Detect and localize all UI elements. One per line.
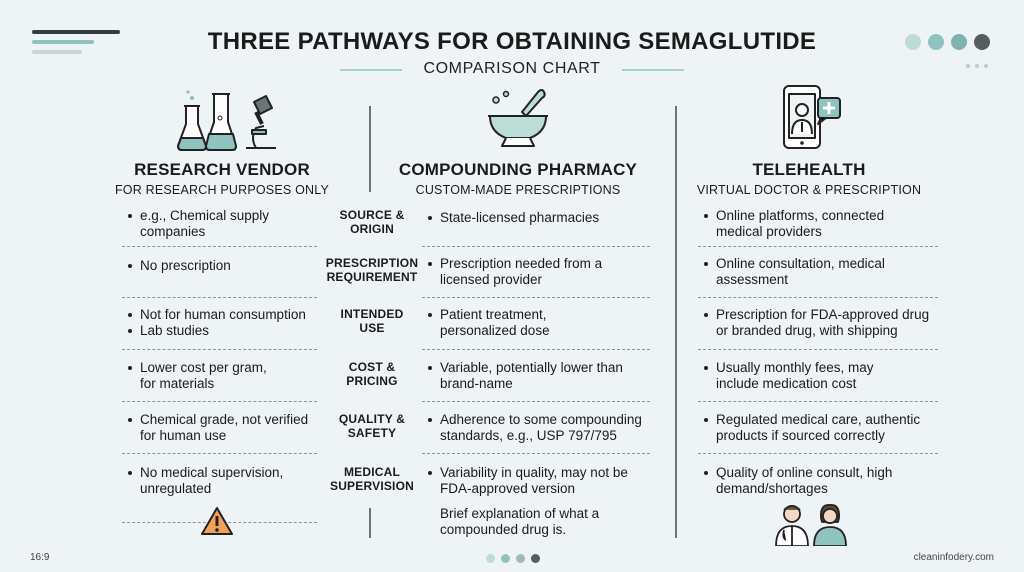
decorative-dots: [905, 34, 990, 50]
row-separator: [698, 297, 938, 298]
column-heading-telehealth: TELEHEALTH VIRTUAL DOCTOR & PRESCRIPTION: [686, 160, 932, 197]
lab-flasks-microscope-icon: [176, 88, 280, 157]
column-subtitle: CUSTOM-MADE PRESCRIPTIONS: [415, 183, 621, 197]
cell-pharmacy-source: State-licensed pharmacies: [428, 210, 668, 226]
column-title: COMPOUNDING PHARMACY: [398, 160, 638, 179]
cell-research-prescription: No prescription: [128, 258, 328, 274]
column-title: RESEARCH VENDOR: [134, 160, 310, 179]
row-separator: [122, 246, 317, 247]
row-separator: [698, 349, 938, 350]
mortar-pestle-icon: [486, 88, 550, 155]
subtitle-rule-left: [340, 69, 402, 71]
row-separator: [698, 246, 938, 247]
row-separator: [122, 401, 317, 402]
cell-research-supervision: No medical supervision,unregulated: [128, 465, 328, 497]
column-subtitle: VIRTUAL DOCTOR & PRESCRIPTION: [696, 183, 922, 197]
row-separator: [422, 246, 650, 247]
row-separator: [422, 349, 650, 350]
row-separator: [422, 453, 650, 454]
row-label-source: SOURCE &ORIGIN: [339, 208, 405, 236]
row-separator: [122, 297, 317, 298]
column-divider: [675, 106, 677, 538]
column-subtitle: FOR RESEARCH PURPOSES ONLY: [114, 183, 330, 197]
subtitle-rule-right: [622, 69, 684, 71]
row-separator: [122, 349, 317, 350]
row-separator: [122, 453, 317, 454]
decorative-small-dots: [966, 64, 988, 68]
aspect-ratio-label: 16:9: [30, 552, 50, 563]
cell-pharmacy-use: Patient treatment,personalized dose: [428, 307, 668, 339]
row-separator: [698, 401, 938, 402]
cell-research-cost: Lower cost per gram,for materials: [128, 360, 328, 392]
phone-doctor-icon: [780, 84, 846, 157]
page-title: THREE PATHWAYS FOR OBTAINING SEMAGLUTIDE: [207, 28, 817, 55]
page-subtitle: COMPARISON CHART: [423, 60, 601, 77]
cell-research-use: Not for human consumption Lab studies: [128, 307, 328, 339]
row-separator: [698, 453, 938, 454]
column-title: TELEHEALTH: [752, 160, 866, 179]
row-label-quality: QUALITY &SAFETY: [338, 412, 406, 440]
column-divider: [369, 508, 371, 538]
row-separator: [422, 401, 650, 402]
decorative-lines: [32, 30, 120, 60]
column-heading-pharmacy: COMPOUNDING PHARMACY CUSTOM-MADE PRESCRI…: [385, 160, 651, 197]
doctors-icon: [772, 502, 852, 551]
row-separator: [422, 297, 650, 298]
pagination-dots: [486, 554, 540, 563]
site-url: cleaninfodery.com: [913, 552, 994, 563]
column-divider: [369, 106, 371, 192]
column-heading-research: RESEARCH VENDOR FOR RESEARCH PURPOSES ON…: [102, 160, 342, 197]
warning-icon: [200, 506, 234, 541]
row-label-cost: COST &PRICING: [346, 360, 398, 388]
